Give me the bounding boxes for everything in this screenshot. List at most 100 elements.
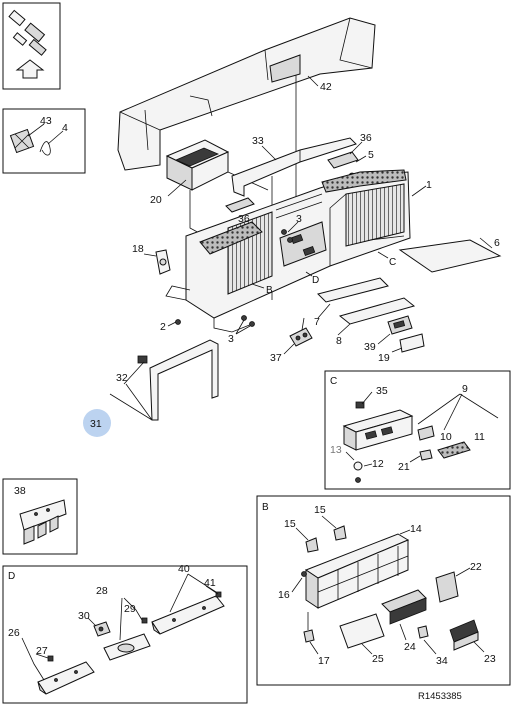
callout-28: 28 bbox=[96, 585, 108, 597]
detail-panel-c: C 35 9 10 11 21 12 bbox=[324, 370, 511, 490]
callout-10: 10 bbox=[440, 431, 452, 443]
detail-panel-d: D 40 41 28 29 30 bbox=[2, 563, 248, 704]
callout-16: 16 bbox=[278, 589, 290, 601]
part-4-wire-clip bbox=[39, 141, 51, 156]
callout-37: 37 bbox=[270, 352, 282, 364]
callout-11: 11 bbox=[474, 431, 485, 443]
callout-30: 30 bbox=[78, 610, 90, 622]
callout-33: 33 bbox=[252, 135, 264, 147]
main-marker-c: C bbox=[389, 257, 396, 268]
callout-1: 1 bbox=[426, 179, 432, 191]
callout-27: 27 bbox=[36, 645, 48, 657]
callout-6: 6 bbox=[494, 237, 500, 249]
callout-31: 31 bbox=[90, 418, 102, 430]
callout-35: 35 bbox=[376, 385, 388, 397]
part-20-storage-tray bbox=[165, 139, 230, 191]
part-3-screws-upper bbox=[281, 229, 293, 243]
part-11-cover bbox=[437, 441, 471, 459]
part-14-switch-frame bbox=[304, 533, 410, 609]
callout-15-right: 15 bbox=[314, 504, 326, 516]
callout-18: 18 bbox=[132, 243, 144, 255]
main-marker-d: D bbox=[312, 275, 319, 286]
callout-20: 20 bbox=[150, 194, 162, 206]
fastener-inset: 43 4 bbox=[2, 108, 86, 174]
main-marker-b: B bbox=[266, 285, 273, 296]
callout-39: 39 bbox=[364, 341, 376, 353]
part-25-cover bbox=[339, 613, 385, 649]
callout-9: 9 bbox=[462, 383, 468, 395]
part-16-screw bbox=[301, 571, 307, 577]
part-15-clips bbox=[305, 525, 347, 553]
part-34-switch bbox=[417, 625, 429, 639]
part-38-mounting-bracket bbox=[19, 499, 67, 545]
part-23-switch-block bbox=[449, 619, 479, 651]
figure-reference: R1453385 bbox=[418, 691, 462, 702]
part-1-dashboard-housing bbox=[165, 169, 411, 333]
callout-2: 2 bbox=[160, 321, 166, 333]
callout-12: 12 bbox=[372, 458, 384, 470]
callout-36-top: 36 bbox=[360, 132, 372, 144]
callout-13: 13 bbox=[330, 444, 342, 456]
panel-d-letter: D bbox=[8, 571, 15, 582]
callout-7: 7 bbox=[314, 316, 320, 328]
part-22-panel bbox=[435, 571, 459, 603]
part-10-button bbox=[417, 425, 435, 441]
callout-3-lower: 3 bbox=[228, 333, 234, 345]
part-17-clip bbox=[303, 629, 315, 643]
part-33-trim-strip bbox=[231, 137, 357, 197]
callout-19: 19 bbox=[378, 352, 390, 364]
part-12-fastener bbox=[353, 461, 363, 483]
callout-43: 43 bbox=[40, 115, 52, 127]
callout-23: 23 bbox=[484, 653, 496, 665]
callout-38: 38 bbox=[14, 485, 26, 497]
part-8-panel bbox=[338, 297, 416, 325]
truck-layout-icon bbox=[8, 9, 47, 56]
part-28-switch-panel bbox=[103, 633, 151, 661]
bracket-inset-38: 38 bbox=[2, 478, 78, 555]
callout-15-left: 15 bbox=[284, 518, 296, 530]
callout-3-upper: 3 bbox=[296, 213, 302, 225]
callout-29: 29 bbox=[124, 603, 136, 615]
part-2-screw bbox=[175, 319, 181, 325]
part-24-switch-bank bbox=[381, 589, 427, 625]
orientation-inset bbox=[2, 2, 61, 90]
callout-25: 25 bbox=[372, 653, 384, 665]
up-arrow-icon bbox=[15, 59, 45, 79]
highlight-marker-31 bbox=[83, 409, 111, 437]
callout-32: 32 bbox=[116, 372, 128, 384]
callout-8: 8 bbox=[336, 335, 342, 347]
part-36-vent-bezel-middle bbox=[225, 197, 255, 213]
part-6-mat bbox=[398, 239, 502, 273]
part-19-cover-plate bbox=[399, 333, 425, 353]
part-35-clip bbox=[355, 401, 365, 409]
callout-24: 24 bbox=[404, 641, 416, 653]
part-27-clip bbox=[47, 655, 54, 662]
part-37-switch-module bbox=[289, 327, 313, 347]
callout-41: 41 bbox=[204, 577, 216, 589]
callout-36-middle: 36 bbox=[238, 213, 250, 225]
part-40-trim-panel bbox=[151, 595, 225, 635]
callout-42: 42 bbox=[320, 81, 332, 93]
callout-4: 4 bbox=[62, 122, 68, 134]
part-42-top-cover bbox=[117, 17, 376, 171]
part-9-switch-housing bbox=[342, 409, 414, 451]
part-3-screws-lower bbox=[241, 315, 255, 327]
callout-26: 26 bbox=[8, 627, 20, 639]
callout-34: 34 bbox=[436, 655, 448, 667]
panel-b-letter: B bbox=[262, 502, 269, 513]
callout-21: 21 bbox=[398, 461, 410, 473]
part-21-button bbox=[419, 449, 433, 461]
part-26-trim-panel bbox=[37, 661, 95, 695]
part-31-seal-frame bbox=[137, 339, 219, 421]
panel-c-letter: C bbox=[330, 376, 337, 387]
callout-14: 14 bbox=[410, 523, 422, 535]
detail-panel-b: B 15 15 14 16 17 22 bbox=[256, 495, 511, 686]
callout-22: 22 bbox=[470, 561, 482, 573]
callout-40: 40 bbox=[178, 563, 190, 575]
part-29-clip bbox=[141, 617, 148, 624]
part-39-switch-bezel bbox=[387, 315, 413, 335]
part-30-switch bbox=[93, 621, 111, 637]
part-18-bracket bbox=[155, 249, 171, 275]
part-41-clip bbox=[215, 591, 222, 598]
